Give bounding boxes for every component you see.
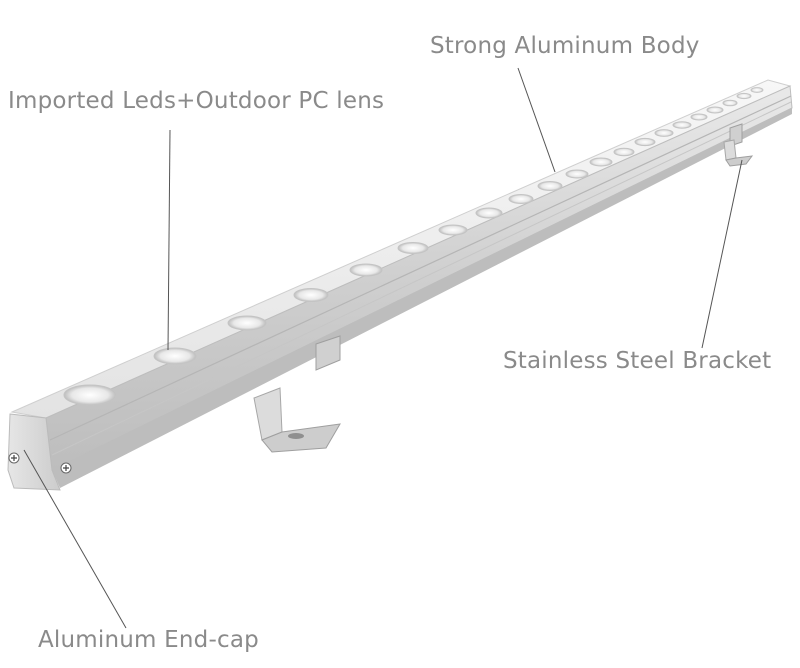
led-lens — [736, 92, 752, 100]
leader-line-leds — [167, 129, 171, 351]
led-lens — [613, 147, 635, 157]
label-end-cap: Aluminum End-cap — [38, 627, 259, 653]
led-lenses — [63, 87, 764, 406]
label-aluminum-body: Strong Aluminum Body — [430, 33, 700, 59]
end-cap — [7, 413, 72, 491]
bracket-rear — [723, 123, 754, 167]
led-lens — [706, 106, 724, 114]
led-lens — [397, 242, 429, 254]
led-lens — [508, 194, 534, 204]
label-leds-lens: Imported Leds+Outdoor PC lens — [8, 88, 385, 114]
led-lens — [634, 137, 656, 147]
led-lens — [672, 121, 692, 129]
led-lens — [438, 224, 468, 236]
led-lens — [750, 87, 764, 93]
led-lens — [63, 384, 117, 406]
led-lens — [293, 288, 329, 302]
led-lens — [153, 347, 197, 365]
bracket-front — [253, 335, 341, 453]
leader-line-body — [517, 67, 556, 173]
leader-lines — [23, 67, 743, 629]
leader-line-endcap — [23, 449, 127, 629]
led-lens — [537, 181, 563, 191]
led-lens — [654, 129, 674, 137]
aluminum-body — [10, 79, 793, 488]
led-lens — [227, 315, 267, 331]
led-lens — [589, 157, 613, 167]
led-lens — [722, 99, 738, 107]
leader-line-bracket — [701, 159, 743, 349]
led-lens — [349, 263, 383, 277]
led-lens — [690, 113, 708, 121]
led-lens — [475, 207, 503, 219]
label-steel-bracket: Stainless Steel Bracket — [503, 348, 772, 374]
led-lens — [565, 169, 589, 179]
